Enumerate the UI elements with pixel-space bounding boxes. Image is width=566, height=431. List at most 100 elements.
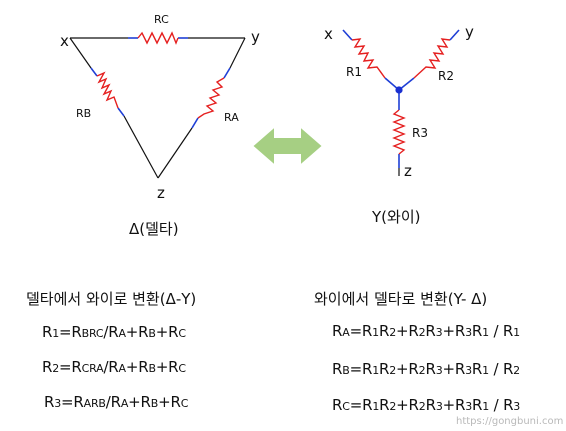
delta-node-y-label: y [251, 28, 260, 46]
delta-leads [90, 37, 231, 129]
formula-term: =R [59, 358, 82, 376]
formula-subscript: 1 [482, 326, 489, 339]
resistor-ra-label: RA [224, 111, 239, 124]
formula-subscript: B [150, 397, 159, 410]
formula-subscript: 2 [513, 364, 520, 377]
formula-term: =R [349, 322, 373, 340]
delta-wire-left-lower [123, 115, 159, 179]
delta-lead [223, 67, 231, 79]
formula-subscript: 1 [372, 326, 379, 339]
formula-subscript: 3 [435, 326, 443, 339]
formula-subscript: 2 [389, 400, 397, 413]
formula-subscript: B [342, 364, 350, 377]
formula-subscript: A [118, 362, 127, 375]
delta-wire-right-upper [229, 37, 246, 69]
formula-subscript: 3 [465, 400, 473, 413]
formula-term: +R [442, 360, 466, 378]
formula-term: R [332, 322, 343, 340]
formula-subscript: A [118, 327, 126, 340]
formula-term: /R [105, 393, 121, 411]
formula-subscript: 1 [482, 400, 490, 413]
formula-subscript: C [180, 397, 189, 410]
delta-lead [191, 117, 199, 129]
resistor-rc-zigzag [137, 31, 179, 45]
formula-term: +R [125, 323, 149, 341]
resistor-r1-label: R1 [346, 65, 362, 79]
formula-subscript: 2 [389, 364, 397, 377]
delta-lead [117, 107, 125, 117]
delta-wire-left-upper [69, 37, 92, 69]
formula-subscript: 1 [52, 327, 60, 340]
formula-subscript: 3 [435, 364, 443, 377]
formula-term: R [42, 323, 53, 341]
formula-subscript: 1 [513, 326, 520, 339]
formula-term: R [332, 360, 343, 378]
formula-term: R [471, 322, 483, 340]
formula-subscript: 2 [418, 400, 426, 413]
resistor-r2-label: R2 [438, 69, 454, 83]
wye-to-delta-heading: 와이에서 델타로 변환(Y- Δ) [314, 290, 488, 308]
formula-term: +R [396, 360, 419, 378]
formula-subscript: A [342, 326, 350, 339]
wye-network: x y z R1 R2 R3 Y(와이) [324, 23, 474, 226]
formula-term: +R [158, 393, 181, 411]
formula-term: R [425, 396, 436, 414]
formula-subscript: 3 [465, 326, 472, 339]
delta-wire-right-lower [157, 127, 193, 179]
formula-term: /R [103, 358, 119, 376]
formula-subscript: 3 [435, 400, 443, 413]
formula-term: +R [125, 358, 149, 376]
formula-term: R [378, 322, 390, 340]
formula-term: +R [442, 322, 466, 340]
wye-node-z-label: z [404, 162, 412, 180]
delta-resistors [96, 31, 225, 119]
formula-subscript: 1 [372, 364, 379, 377]
formula-subscript: BRC [81, 327, 104, 340]
formula-term: +R [396, 322, 419, 340]
formula-term: / R [489, 396, 514, 414]
formula-rb: RB=R1R2+R2R3+R3R1 / R2 [332, 360, 520, 378]
formula-r3: R3=RARB/RA+RB+RC [44, 393, 188, 411]
resistor-rc-label: RC [154, 13, 169, 26]
resistor-r3-zigzag [392, 109, 406, 155]
formula-subscript: A [120, 397, 129, 410]
formula-term: R [42, 358, 53, 376]
formula-term: R [471, 360, 483, 378]
delta-node-x-label: x [60, 32, 69, 50]
formula-term: / R [488, 360, 514, 378]
formula-subscript: 2 [418, 364, 426, 377]
wye-lead-y [449, 29, 460, 41]
formula-subscript: 1 [372, 400, 380, 413]
delta-to-wye-heading: 델타에서 와이로 변환(Δ-Y) [26, 290, 197, 308]
delta-caption: Δ(델타) [129, 220, 179, 238]
formula-subscript: 3 [54, 397, 62, 410]
formula-term: R [379, 396, 390, 414]
formula-term: R [472, 396, 483, 414]
formula-subscript: B [148, 327, 156, 340]
formula-term: +R [442, 396, 466, 414]
wye-node-x-label: x [324, 25, 333, 43]
delta-wires [69, 37, 246, 179]
formula-term: R [425, 322, 436, 340]
formula-subscript: C [178, 362, 186, 375]
formula-term: =R [349, 396, 373, 414]
formula-term: +R [155, 323, 179, 341]
formula-term: =R [59, 323, 82, 341]
resistor-r3-label: R3 [412, 126, 428, 140]
delta-lead [90, 67, 98, 77]
wye-junction-dot [395, 86, 403, 94]
formula-subscript: 3 [465, 364, 472, 377]
watermark: https://gongbuni.com [456, 416, 564, 427]
resistor-ra-zigzag [197, 77, 225, 119]
formula-subscript: 2 [389, 326, 397, 339]
formula-subscript: 2 [52, 362, 60, 375]
wye-node-y-label: y [465, 23, 474, 41]
formula-term: / R [488, 322, 514, 340]
formula-term: R [332, 396, 343, 414]
formula-term: R [44, 393, 55, 411]
formula-subscript: 2 [418, 326, 426, 339]
formula-subscript: 1 [482, 364, 489, 377]
formula-subscript: C [178, 327, 186, 340]
formula-subscript: C [342, 400, 350, 413]
formula-term: R [379, 360, 390, 378]
